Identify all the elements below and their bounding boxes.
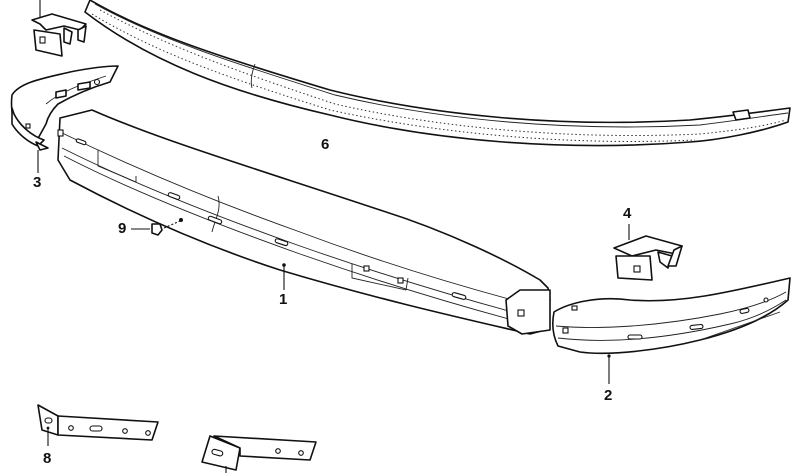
callout-4: 4 — [623, 205, 632, 222]
callout-8: 8 — [43, 450, 52, 467]
part-9-plug — [131, 218, 183, 236]
callout-6: 6 — [321, 136, 330, 153]
part-2-corner-right — [552, 277, 791, 384]
part-4-clip-right — [613, 224, 683, 281]
callout-9: 9 — [118, 220, 127, 237]
part-1-bumper-bar — [57, 109, 551, 335]
mounting-bracket-bottom-center — [201, 435, 317, 473]
callout-2: 2 — [604, 387, 613, 404]
callout-3: 3 — [33, 174, 42, 191]
mounting-clip-top-left — [31, 0, 87, 57]
part-6-trim-strip — [84, 0, 791, 147]
part-3-corner-left — [10, 65, 119, 173]
part-8-bracket-left — [37, 404, 159, 446]
callout-1: 1 — [279, 291, 288, 308]
